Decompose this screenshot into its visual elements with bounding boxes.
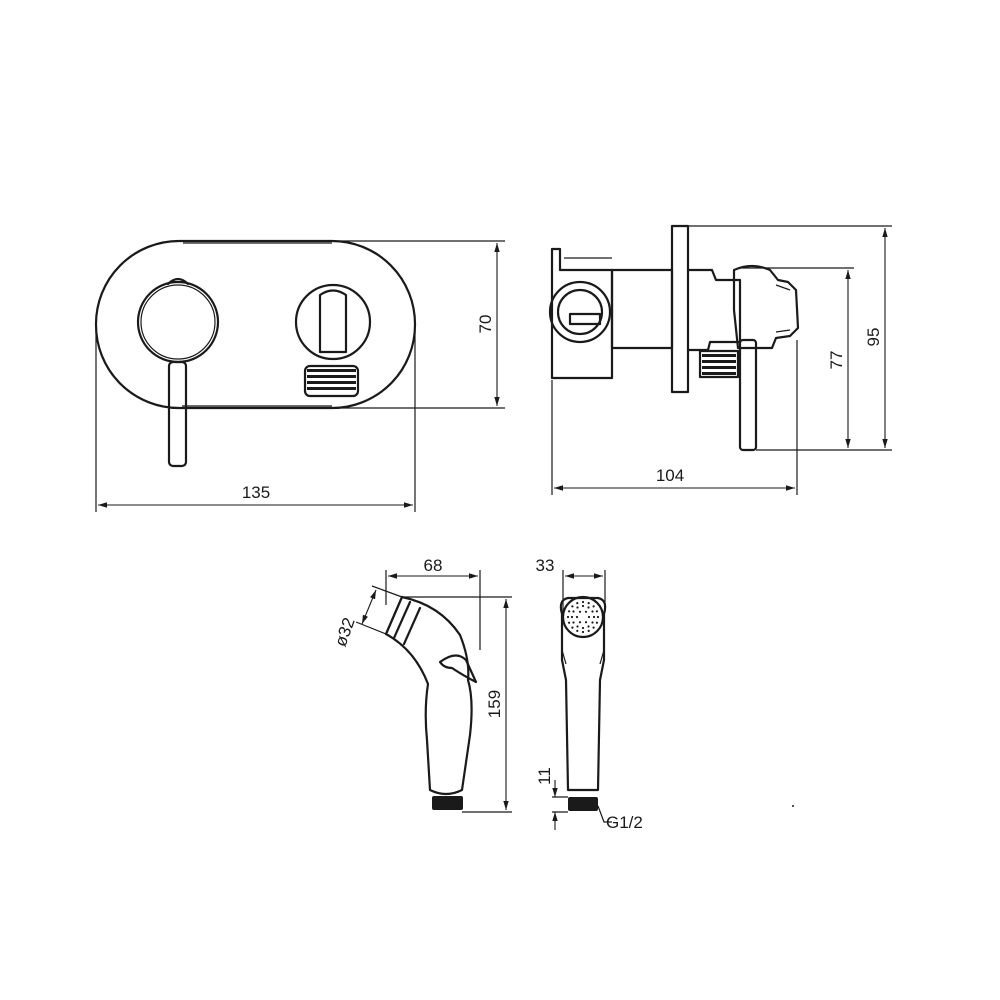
wall-plate-outline: [94, 239, 417, 410]
hose-connector-knurl: [307, 369, 356, 390]
nozzle-hole: [596, 615, 600, 619]
dim-label-159: 159: [485, 690, 504, 718]
nozzle-hole: [592, 626, 595, 629]
hand-spray-front-view: 33 11 G1/2: [535, 556, 643, 832]
nozzle-hole: [566, 615, 570, 619]
bracket-slot: [568, 312, 602, 326]
nozzle-hole: [595, 610, 599, 613]
holder-ring-outer: [294, 283, 372, 361]
wall-plate-inner-edge: [182, 242, 332, 407]
nozzle-hole: [584, 621, 588, 624]
front-view: 70 135: [94, 239, 505, 512]
spray-nozzle-face: [561, 595, 605, 639]
nozzle-hole: [587, 625, 590, 628]
dim-label-11: 11: [535, 767, 554, 785]
nozzle-hole: [591, 621, 594, 624]
lever-housing: [686, 268, 742, 352]
nozzle-hole: [587, 602, 590, 605]
nozzle-hole: [592, 605, 595, 608]
nozzle-hole: [578, 621, 582, 624]
nozzle-hole: [576, 629, 579, 633]
side-view: 104 77 95: [548, 224, 892, 495]
nozzle-hole: [587, 606, 590, 609]
dim-label-33: 33: [536, 556, 555, 575]
stray-dot: [792, 805, 794, 807]
hand-spray-side-view: 68 ø32 159: [331, 556, 512, 813]
holder-ring-inner: [318, 289, 348, 354]
valve-body: [610, 268, 674, 350]
nozzle-hole: [568, 610, 571, 613]
nozzle-hole: [584, 610, 588, 613]
nozzle-hole: [571, 605, 574, 608]
dim-label-32: ø32: [331, 615, 359, 649]
nozzle-hole: [578, 610, 582, 613]
nozzle-hole: [570, 615, 574, 619]
bracket-ring-inner: [556, 288, 604, 336]
spray-trigger: [438, 654, 478, 684]
spray-head-face: [384, 595, 404, 636]
nozzle-hole: [587, 629, 590, 633]
nozzle-hole: [576, 602, 579, 605]
nozzle-hole: [591, 610, 594, 613]
dim-label-77: 77: [827, 351, 846, 370]
mixer-lever: [167, 360, 188, 468]
nozzle-hole: [572, 610, 575, 613]
spray-thread: [432, 796, 463, 810]
side-connector: [698, 349, 740, 379]
mounting-bracket: [550, 247, 614, 380]
dim-label-95: 95: [864, 328, 883, 347]
nozzle-hole: [592, 615, 596, 619]
dim-label-104: 104: [656, 466, 684, 485]
side-lever: [738, 338, 758, 452]
nozzle-hole: [595, 621, 599, 624]
dim-label-70: 70: [476, 315, 495, 334]
mixer-knob-inner: [140, 284, 216, 360]
nozzle-hole: [581, 630, 585, 634]
wall-plate-side: [670, 224, 690, 394]
nozzle-hole: [581, 626, 585, 630]
nozzle-hole: [587, 615, 591, 619]
spray-body-outline: [384, 595, 473, 796]
nozzle-hole: [575, 615, 579, 619]
spray-nozzle-holes: [566, 600, 600, 634]
dim-label-135: 135: [242, 483, 270, 502]
side-connector-knurl: [702, 354, 736, 375]
hose-connector: [303, 364, 360, 398]
bracket-ring: [548, 280, 612, 344]
nozzle-hole: [576, 625, 579, 628]
mixer-knob: [136, 280, 220, 364]
knob-top-tab: [166, 277, 190, 286]
nozzle-hole: [581, 604, 585, 608]
spout-elbow: [732, 264, 800, 350]
nozzle-hole: [568, 621, 571, 624]
nozzle-hole: [572, 621, 575, 624]
dim-label-68: 68: [424, 556, 443, 575]
dim-line-32: [361, 589, 377, 625]
nozzle-hole: [576, 606, 579, 609]
nozzle-hole: [571, 626, 574, 629]
nozzle-hole: [581, 600, 585, 604]
dim-label-g12: G1/2: [606, 813, 643, 832]
front-spray-thread: [568, 797, 598, 811]
spray-front-outline: [559, 596, 607, 792]
